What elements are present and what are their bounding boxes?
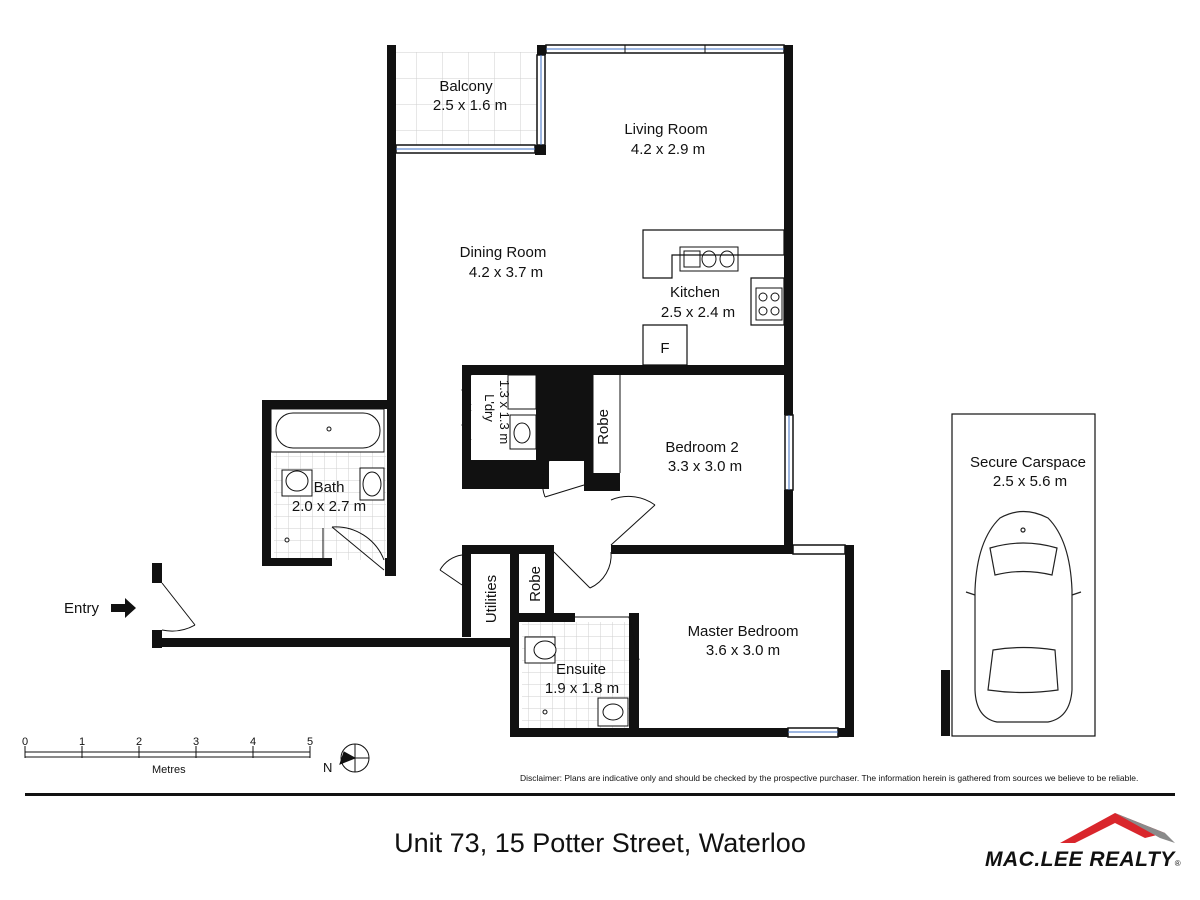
- bath-door: [331, 526, 385, 571]
- scale-unit: Metres: [152, 764, 186, 776]
- property-address: Unit 73, 15 Potter Street, Waterloo: [394, 828, 806, 858]
- living-room-name: Living Room: [624, 121, 707, 138]
- laundry-size: 1.3 x 1.3 m: [497, 380, 512, 444]
- scale-tick-0: 0: [22, 736, 28, 748]
- utilities-label: Utilities: [483, 575, 500, 623]
- disclaimer: Disclaimer: Plans are indicative only an…: [520, 773, 1139, 783]
- bedroom-2-size: 3.3 x 3.0 m: [668, 458, 742, 475]
- cooktop-icon: [755, 287, 783, 321]
- scale-tick-1: 1: [79, 736, 85, 748]
- laundry-fixtures: [461, 374, 537, 450]
- laundry-name: L'dry: [482, 394, 497, 422]
- balcony-size: 2.5 x 1.6 m: [433, 97, 507, 114]
- scale-tick-4: 4: [250, 736, 256, 748]
- master-bedroom-size: 3.6 x 3.0 m: [706, 642, 780, 659]
- bedroom-2-name: Bedroom 2: [665, 439, 738, 456]
- ensuite-name: Ensuite: [556, 661, 606, 678]
- divider: [25, 793, 1175, 796]
- compass-north-label: N: [323, 760, 332, 775]
- master-bedroom-name: Master Bedroom: [688, 623, 799, 640]
- scale-tick-2: 2: [136, 736, 142, 748]
- entry-arrow-icon: [111, 598, 136, 618]
- bath-name: Bath: [314, 479, 345, 496]
- bath-fixtures: [270, 408, 385, 560]
- brand-name-text: MAC.LEE REALTY: [985, 848, 1175, 871]
- floor-plan: 0 1 2 3 4 5 Metres N Balcony 2.5 x 1.6 m…: [22, 44, 1096, 776]
- entry-label: Entry: [64, 600, 100, 617]
- kitchen-size: 2.5 x 2.4 m: [661, 304, 735, 321]
- doors: [161, 375, 656, 661]
- ensuite-fixtures: [524, 636, 629, 727]
- carspace-name: Secure Carspace: [970, 454, 1086, 471]
- roof-logo-icon: [1060, 813, 1175, 843]
- scale-bar: [24, 746, 311, 758]
- balcony-name: Balcony: [439, 78, 493, 95]
- fridge-label: F: [660, 340, 669, 357]
- robe-master-label: Robe: [527, 566, 544, 602]
- ensuite-size: 1.9 x 1.8 m: [545, 680, 619, 697]
- sink-icon: [679, 246, 739, 272]
- robe-2-label: Robe: [595, 409, 612, 445]
- room-labels: Balcony 2.5 x 1.6 m Living Room 4.2 x 2.…: [292, 78, 1086, 697]
- scale-tick-3: 3: [193, 736, 199, 748]
- scale-ticks: 0 1 2 3 4 5 Metres: [22, 736, 313, 776]
- bath-size: 2.0 x 2.7 m: [292, 498, 366, 515]
- balcony-tiles: [395, 52, 537, 148]
- brand-name: MAC.LEE REALTY®: [985, 848, 1181, 872]
- kitchen-name: Kitchen: [670, 284, 720, 301]
- car-icon: [965, 510, 1082, 723]
- brand-logo: MAC.LEE REALTY®: [985, 808, 1185, 878]
- registered-mark: ®: [1174, 859, 1182, 868]
- dining-room-size: 4.2 x 3.7 m: [469, 264, 543, 281]
- walls: [152, 45, 950, 737]
- living-room-size: 4.2 x 2.9 m: [631, 141, 705, 158]
- compass-icon: [339, 743, 370, 773]
- carspace: [951, 413, 1096, 737]
- windows: [395, 44, 846, 738]
- carspace-size: 2.5 x 5.6 m: [993, 473, 1067, 490]
- scale-tick-5: 5: [307, 736, 313, 748]
- dining-room-name: Dining Room: [460, 244, 547, 261]
